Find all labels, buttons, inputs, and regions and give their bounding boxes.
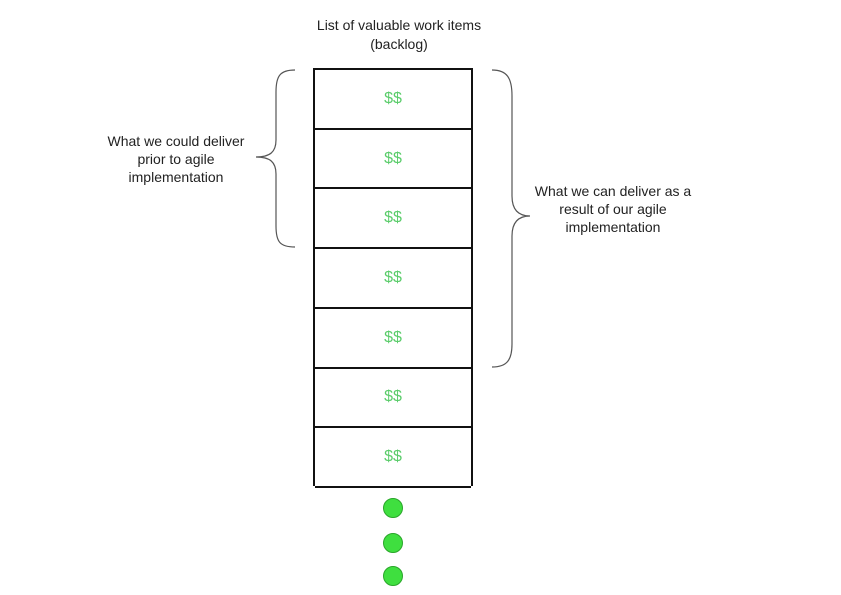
backlog-item: $$ bbox=[315, 309, 471, 369]
backlog-item-value: $$ bbox=[384, 149, 402, 167]
continuation-dot bbox=[383, 566, 403, 586]
continuation-dot bbox=[383, 533, 403, 553]
backlog-list: $$ $$ $$ $$ $$ $$ $$ bbox=[313, 68, 473, 488]
backlog-item: $$ bbox=[315, 130, 471, 190]
backlog-item-value: $$ bbox=[384, 448, 402, 466]
backlog-title: List of valuable work items (backlog) bbox=[316, 17, 482, 52]
backlog-item: $$ bbox=[315, 70, 471, 130]
backlog-item: $$ bbox=[315, 189, 471, 250]
backlog-item: $$ bbox=[315, 369, 471, 429]
backlog-item-value: $$ bbox=[384, 268, 402, 286]
backlog-item-value: $$ bbox=[384, 388, 402, 406]
backlog-item: $$ bbox=[315, 428, 471, 488]
continuation-dot bbox=[383, 498, 403, 518]
backlog-item-value: $$ bbox=[384, 209, 402, 227]
backlog-item: $$ bbox=[315, 249, 471, 309]
left-brace-label: What we could deliver prior to agile imp… bbox=[107, 133, 245, 185]
right-brace bbox=[491, 69, 531, 368]
left-brace bbox=[255, 69, 296, 248]
backlog-item-value: $$ bbox=[384, 328, 402, 346]
right-brace-label: What we can deliver as a result of our a… bbox=[534, 183, 692, 235]
backlog-item-value: $$ bbox=[384, 89, 402, 107]
